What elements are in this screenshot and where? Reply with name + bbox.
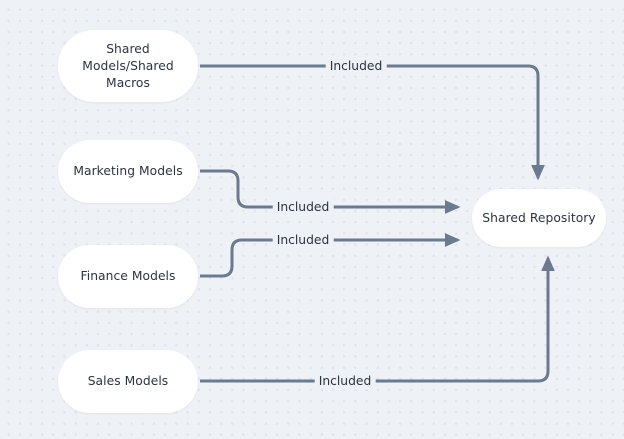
node-label: Shared Repository [482,210,596,225]
node-label: Finance Models [80,269,176,283]
node-label: Sales Models [87,374,169,388]
edge-label-shared: Included [325,58,387,74]
edge-finance-to-repo [200,233,461,278]
edge-marketing-to-repo [200,169,461,214]
node-label: Shared Models/Shared Macros [82,41,174,90]
edge-label-finance: Included [272,232,334,248]
node-label: Marketing Models [73,164,183,178]
edge-label-marketing: Included [272,199,334,215]
node-shared-models[interactable]: Shared Models/Shared Macros [58,30,198,102]
node-finance-models[interactable]: Finance Models [58,245,198,308]
node-shared-repository[interactable]: Shared Repository [472,189,606,247]
edge-label-sales: Included [314,373,376,389]
node-sales-models[interactable]: Sales Models [58,350,198,413]
edge-sales-to-repo [200,255,555,383]
edge-shared-to-repo [200,64,545,181]
node-marketing-models[interactable]: Marketing Models [58,140,198,203]
